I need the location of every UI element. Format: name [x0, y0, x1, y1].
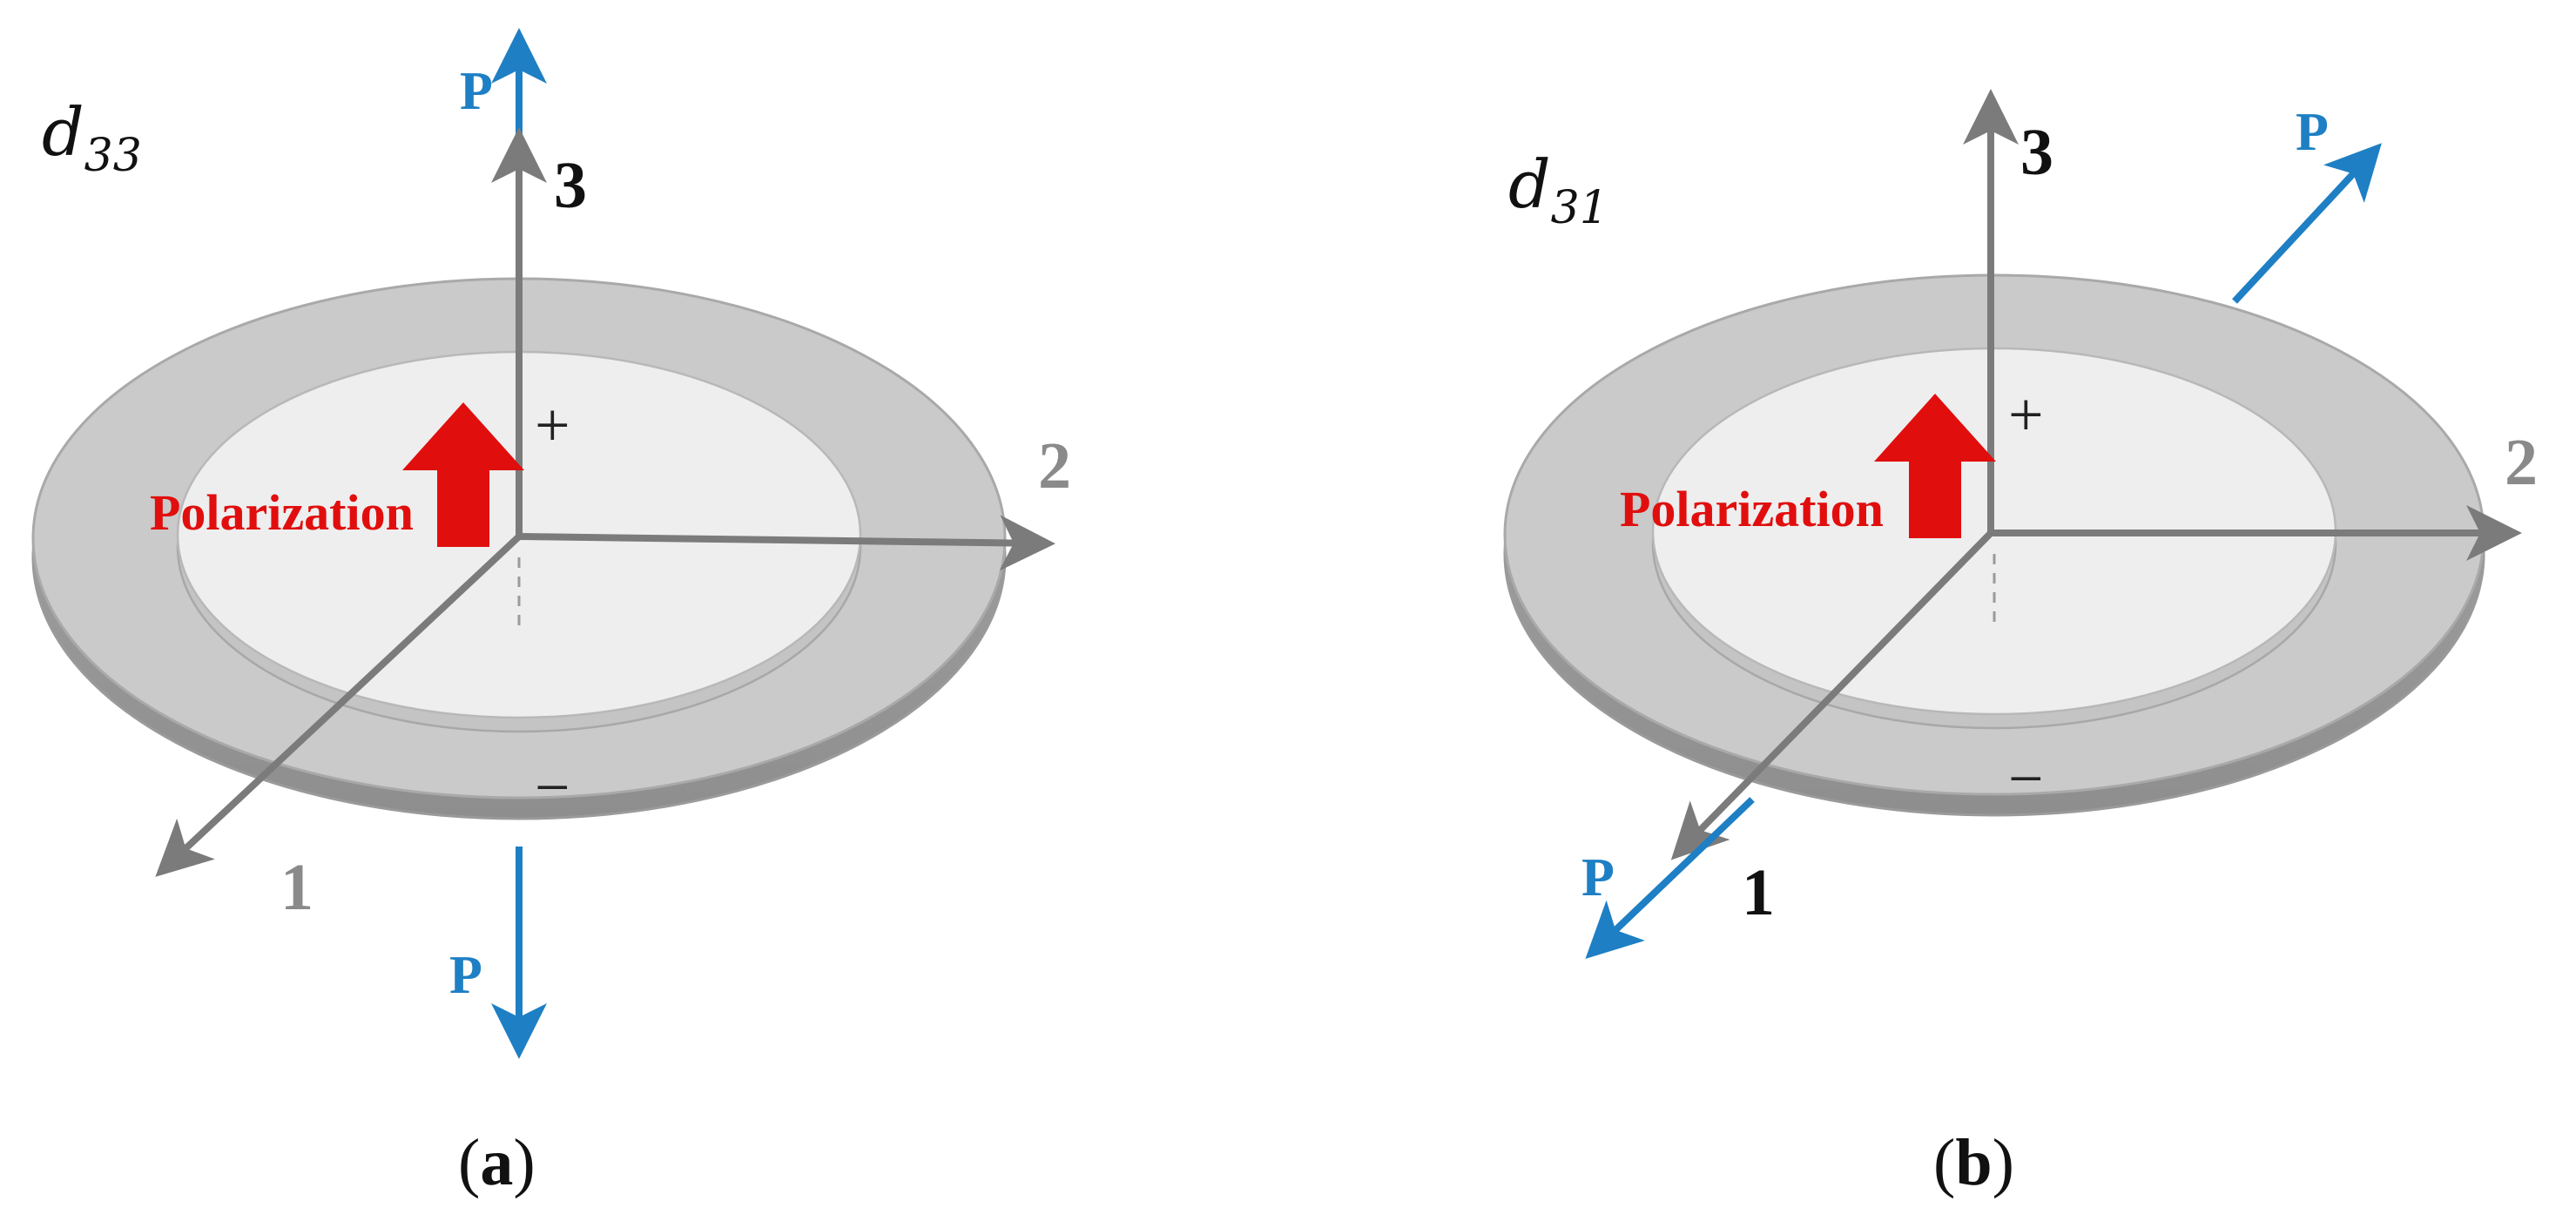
force-label-top: P [460, 62, 493, 121]
axis-2 [518, 515, 1055, 571]
polarization-arrow [402, 402, 524, 547]
axis-1 [1670, 530, 1993, 860]
positive-sign: + [2008, 380, 2044, 449]
force-arrow-lower-left [1585, 797, 1755, 960]
negative-sign: − [2008, 744, 2044, 813]
panel-b-d31: d31 3 2 1 + − Polarization P P [1503, 89, 2538, 1199]
polarization-label: Polarization [1620, 481, 1884, 537]
negative-sign: − [535, 752, 570, 822]
polarization-label: Polarization [150, 484, 414, 541]
axis-3-label: 3 [2020, 116, 2053, 189]
axis-1 [155, 534, 522, 877]
caption-a: (a) [458, 1126, 536, 1199]
force-label-lower: P [1581, 848, 1615, 907]
force-arrow-upper-right [2232, 143, 2382, 304]
force-label-bottom: P [449, 946, 482, 1005]
caption-b: (b) [1933, 1126, 2014, 1199]
axis-1-label: 1 [280, 851, 314, 924]
polarization-arrow [1874, 394, 1996, 538]
force-label-upper: P [2296, 103, 2329, 162]
axis-2-label: 2 [2505, 426, 2538, 499]
mode-label-d31: d31 [1508, 145, 1608, 234]
axis-3-label: 3 [554, 149, 587, 222]
mode-label-d33: d33 [42, 93, 142, 182]
positive-sign: + [535, 390, 570, 460]
axis-1-label: 1 [1742, 856, 1775, 929]
axis-2-label: 2 [1038, 429, 1071, 503]
panel-a-d33: d33 P 3 2 1 + − Polarization P [31, 28, 1071, 1199]
